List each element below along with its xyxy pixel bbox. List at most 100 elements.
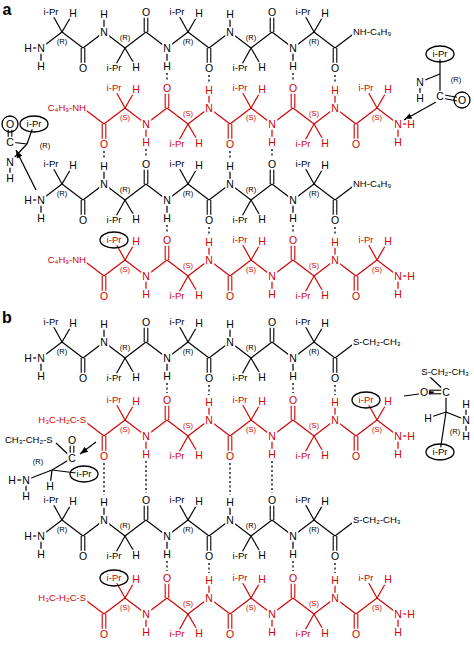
atom-label: O [330, 63, 340, 74]
atom-label: H [36, 213, 46, 224]
atom-label: O [141, 7, 151, 18]
atom-label: H [131, 214, 141, 225]
atom-label: H [36, 61, 46, 72]
atom-label: O [267, 159, 277, 170]
atom-label: H [257, 550, 267, 561]
atom-label: N [99, 179, 109, 190]
atom-label: N [225, 179, 235, 190]
group-label: i-Pr [432, 447, 449, 457]
atom-label: O [288, 573, 298, 584]
atom-label: O [419, 387, 429, 398]
stereo-label: (R) [32, 458, 44, 466]
stereo-label: (S) [308, 110, 320, 118]
atom-label: O [351, 291, 361, 302]
group-label: i-Pr [169, 139, 186, 149]
stereo-label: (S) [182, 262, 194, 270]
group-label: i-Pr [169, 451, 186, 461]
group-label: i-Pr [295, 291, 312, 301]
atom-label: O [99, 291, 109, 302]
atom-label: H [330, 575, 340, 586]
atom-label: O [78, 215, 88, 226]
atom-label: O [204, 63, 214, 74]
group-label: i-Pr [295, 317, 312, 327]
group-label: i-Pr [232, 63, 249, 73]
atom-label: H [194, 628, 204, 639]
atom-label: H [204, 237, 214, 248]
atom-label: H [383, 236, 393, 247]
atom-label: H [131, 396, 141, 407]
atom-label: H [162, 213, 172, 224]
atom-label: O [351, 629, 361, 640]
stereo-label: (R) [182, 526, 194, 534]
atom-label: O [162, 573, 172, 584]
atom-label: H [45, 481, 55, 492]
end-group-label: S-CH₂-CH₃ [352, 515, 402, 525]
atom-label: H [204, 575, 214, 586]
hbond-line [334, 385, 335, 395]
group-label: i-Pr [106, 573, 123, 583]
atom-label: H [194, 160, 204, 171]
atom-label: H [141, 627, 151, 638]
stereo-label: (R) [245, 522, 257, 530]
stereo-label: (S) [371, 266, 383, 274]
group-label: i-Pr [106, 395, 123, 405]
atom-label: N [99, 515, 109, 526]
atom-label: H [320, 450, 330, 461]
atom-label: N [225, 27, 235, 38]
atom-label: H [320, 160, 330, 171]
group-label: i-Pr [169, 495, 186, 505]
group-label: i-Pr [358, 235, 375, 245]
group-label: i-Pr [295, 629, 312, 639]
atom-label: N [36, 43, 46, 54]
atom-label: H [393, 289, 403, 300]
atom-label: N [36, 353, 46, 364]
atom-label: C [441, 387, 451, 398]
hbond-line [229, 463, 230, 495]
group-label: i-Pr [169, 7, 186, 17]
atom-label: N [162, 353, 172, 364]
end-group-label: NH-C₄H₉ [352, 179, 392, 189]
group-label: i-Pr [169, 317, 186, 327]
atom-label: N [330, 255, 340, 266]
atom-label: H [406, 609, 416, 620]
atom-label: H [23, 195, 33, 206]
atom-label: H [257, 372, 267, 383]
bond-line [440, 412, 446, 452]
atom-label: H [204, 85, 214, 96]
atom-label: O [67, 435, 77, 446]
group-label: i-Pr [232, 373, 249, 383]
atom-label: N [204, 415, 214, 426]
atom-label: O [351, 451, 361, 462]
atom-label: O [225, 629, 235, 640]
highlight-ellipse [100, 232, 128, 248]
atom-label: H [23, 353, 33, 364]
atom-label: H [320, 628, 330, 639]
atom-label: O [288, 235, 298, 246]
atom-label: O [225, 451, 235, 462]
hbond-line [292, 383, 293, 393]
group-label: i-Pr [169, 291, 186, 301]
atom-label: H [68, 8, 78, 19]
stereo-label: (S) [308, 422, 320, 430]
atom-label: H [36, 549, 46, 560]
atom-label: N [162, 195, 172, 206]
atom-label: H [7, 475, 17, 486]
atom-label: N [225, 337, 235, 348]
atom-label: H [21, 491, 31, 502]
atom-label: H [406, 431, 416, 442]
atom-label: N [288, 195, 298, 206]
atom-label: C [5, 137, 15, 148]
atom-label: H [141, 289, 151, 300]
atom-label: H [99, 319, 109, 330]
atom-label: N [267, 271, 277, 282]
highlight-ellipse [2, 116, 18, 132]
atom-label: N [36, 195, 46, 206]
atom-label: H [393, 449, 403, 460]
atom-label: H [257, 62, 267, 73]
atom-label: H [288, 213, 298, 224]
arrow-line [16, 150, 36, 190]
stereo-label: (S) [119, 114, 131, 122]
atom-label: N [267, 431, 277, 442]
atom-label: H [288, 61, 298, 72]
